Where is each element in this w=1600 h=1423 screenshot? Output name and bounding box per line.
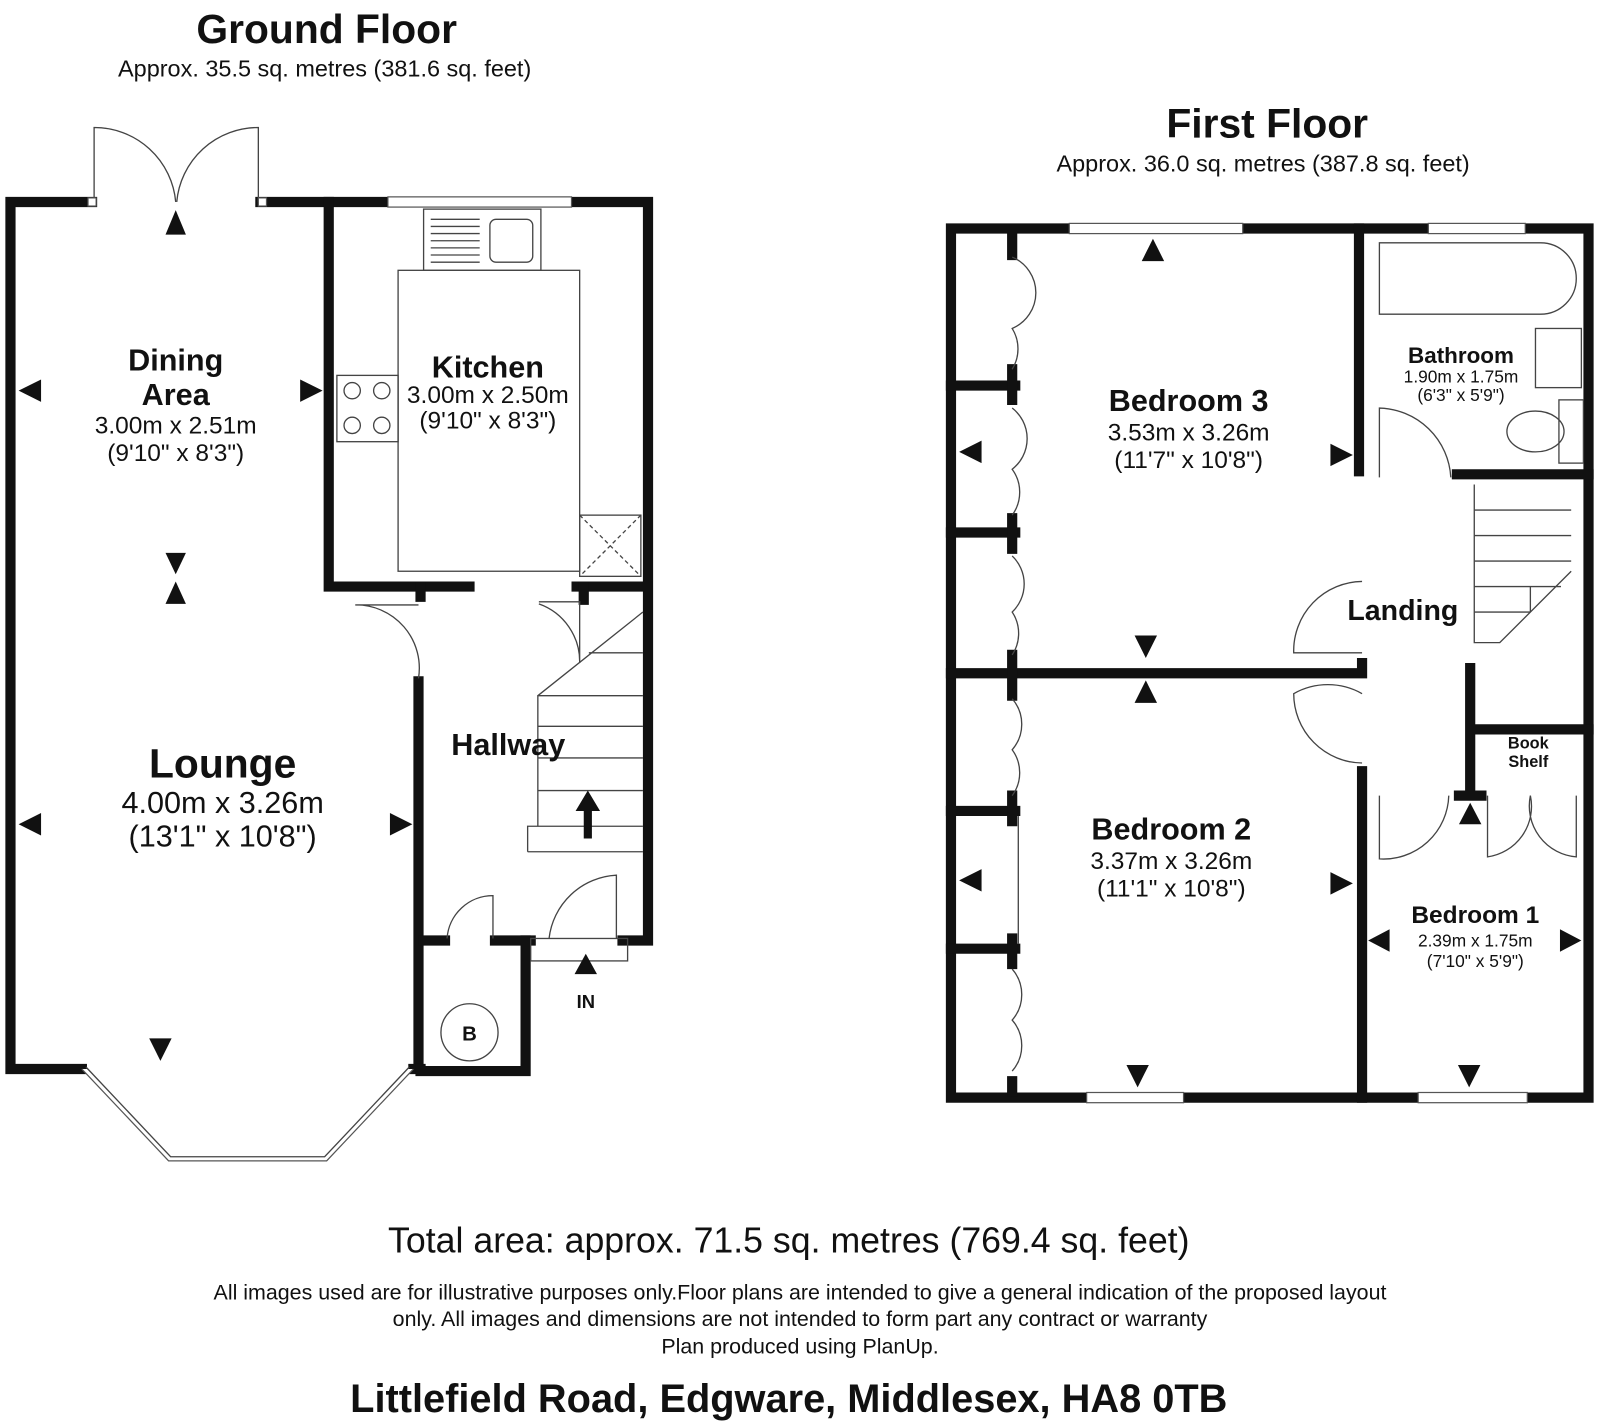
- bathroom-name: Bathroom: [1408, 343, 1514, 368]
- stairs-up-arrow-icon: [575, 790, 601, 839]
- disclaimer-line-2: only. All images and dimensions are not …: [393, 1307, 1208, 1331]
- french-doors: [87, 126, 268, 207]
- bedroom3-name: Bedroom 3: [1109, 384, 1269, 418]
- bedroom3-metric: 3.53m x 3.26m: [1108, 420, 1270, 447]
- lounge-door: [355, 604, 420, 679]
- property-address: Littlefield Road, Edgware, Middlesex, HA…: [350, 1377, 1227, 1421]
- front-door-step: [530, 937, 629, 962]
- bookshelf-label-1: Book: [1508, 735, 1550, 753]
- total-area: Total area: approx. 71.5 sq. metres (769…: [388, 1221, 1189, 1261]
- lounge-imperial: (13'1" x 10'8"): [129, 820, 317, 854]
- first-dimension-arrows: [959, 238, 1582, 1088]
- front-door: [548, 874, 618, 939]
- wardrobe-doors: [1011, 256, 1037, 1072]
- bedroom1-name: Bedroom 1: [1411, 902, 1539, 929]
- first-floor-stairs: [1473, 484, 1572, 644]
- bedroom1-imperial: (7'10" x 5'9"): [1427, 951, 1524, 971]
- first-floor: First Floor Approx. 36.0 sq. metres (387…: [945, 101, 1594, 1104]
- kitchen-imperial: (9'10" x 8'3"): [419, 407, 556, 434]
- boiler-icon: [440, 1003, 499, 1062]
- kitchen-window: [387, 196, 573, 208]
- kitchen-name: Kitchen: [432, 350, 544, 384]
- ground-floor-title: Ground Floor: [196, 6, 457, 52]
- bedroom2-metric: 3.37m x 3.26m: [1090, 848, 1252, 875]
- ground-floor-area: Approx. 35.5 sq. metres (381.6 sq. feet): [118, 56, 531, 82]
- bedroom2-imperial: (11'1" x 10'8"): [1097, 876, 1246, 903]
- ground-dimension-arrows: [18, 210, 413, 1061]
- first-floor-walls: [945, 223, 1594, 1103]
- hallway-name: Hallway: [451, 728, 565, 762]
- dining-area-metric: 3.00m x 2.51m: [95, 413, 257, 440]
- ground-floor-walls: [5, 196, 654, 1077]
- first-floor-title: First Floor: [1166, 101, 1368, 147]
- first-floor-doors: [1293, 407, 1577, 860]
- disclaimer-line-3: Plan produced using PlanUp.: [661, 1335, 938, 1359]
- cupboard-door-under-stairs: [538, 601, 581, 664]
- boiler-label: B: [462, 1023, 477, 1045]
- entrance-arrow-icon: [574, 953, 598, 975]
- boiler-cupboard-door: [446, 894, 494, 939]
- kitchen-metric: 3.00m x 2.50m: [407, 382, 569, 409]
- bedroom2-name: Bedroom 2: [1091, 813, 1251, 847]
- ground-floor: Ground Floor Approx. 35.5 sq. metres (38…: [5, 6, 654, 1162]
- bathroom-fittings: [1378, 242, 1585, 464]
- lounge-name: Lounge: [149, 740, 296, 786]
- bathroom-imperial: (6'3" x 5'9"): [1417, 385, 1504, 405]
- bedroom1-metric: 2.39m x 1.75m: [1418, 931, 1533, 951]
- disclaimer-line-1: All images used are for illustrative pur…: [214, 1281, 1387, 1305]
- dining-area-name-2: Area: [142, 378, 211, 412]
- bay-window: [81, 1068, 414, 1162]
- kitchen-fittings: [336, 208, 642, 578]
- bookshelf-label-2: Shelf: [1508, 753, 1548, 771]
- first-floor-windows: [1068, 222, 1528, 1104]
- landing-name: Landing: [1347, 595, 1458, 627]
- dining-area-name: Dining: [128, 343, 223, 377]
- bathroom-metric: 1.90m x 1.75m: [1404, 367, 1519, 387]
- footer: Total area: approx. 71.5 sq. metres (769…: [214, 1221, 1387, 1421]
- bedroom3-imperial: (11'7" x 10'8"): [1114, 447, 1263, 474]
- entrance-label: IN: [577, 991, 595, 1012]
- lounge-metric: 4.00m x 3.26m: [121, 786, 323, 820]
- dining-area-imperial: (9'10" x 8'3"): [107, 440, 244, 467]
- first-floor-area: Approx. 36.0 sq. metres (387.8 sq. feet): [1056, 150, 1469, 176]
